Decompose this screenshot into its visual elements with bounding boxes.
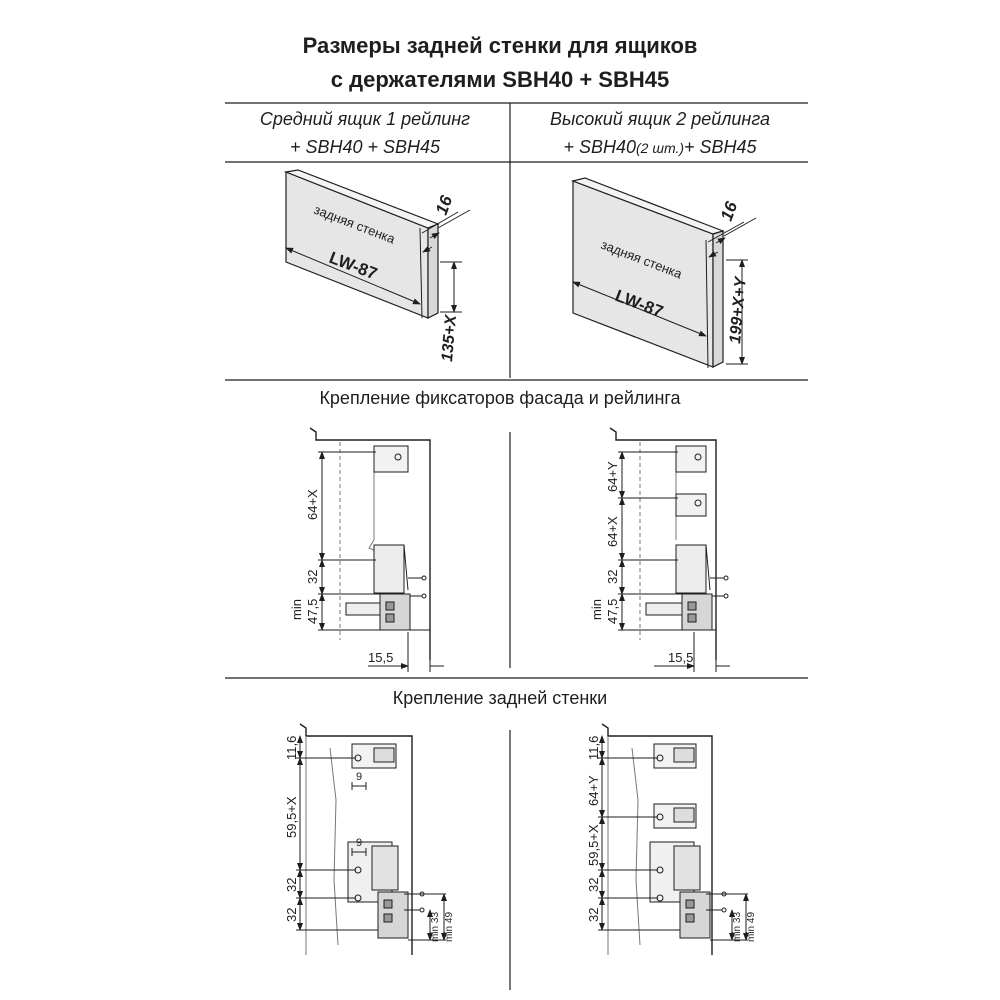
panel-left-height: 135+X <box>439 313 460 362</box>
back-panel-right: задняя стенка LW-87 16 199+X+Y <box>570 177 757 369</box>
fixing-drawing-right <box>609 427 730 672</box>
back-right-d2: 59,5+X <box>586 824 601 866</box>
back-left-h1: 9 <box>356 771 362 783</box>
panel-right-height: 199+X+Y <box>727 275 750 344</box>
back-panel-left: задняя стенка LW-87 16 135+X <box>283 169 471 362</box>
fix-right-dim-top: 64+X <box>605 516 620 547</box>
back-left-d1: 11,6 <box>284 736 299 760</box>
section-back-title: Крепление задней стенки <box>392 688 608 708</box>
fix-right-dim-mid: 32 <box>605 570 620 584</box>
fix-left-dim-min: min <box>289 599 304 620</box>
back-right-m2: min 49 <box>746 912 757 942</box>
back-right-d-extra: 64+Y <box>586 775 601 806</box>
fix-left-dim-low: 47,5 <box>305 599 320 624</box>
title-line-2: с держателями SBH40 + SBH45 <box>330 67 670 92</box>
title-line-1: Размеры задней стенки для ящиков <box>302 33 698 58</box>
fix-left-dim-bottom: 15,5 <box>368 650 393 665</box>
column-right-heading-1: Высокий ящик 2 рейлинга <box>549 109 771 129</box>
fix-left-dim-mid: 32 <box>305 570 320 584</box>
backwall-drawing-left <box>296 723 447 955</box>
fix-right-dim-bottom: 15,5 <box>668 650 693 665</box>
section-fixing-title: Крепление фиксаторов фасада и рейлинга <box>319 388 681 408</box>
back-left-d4: 32 <box>284 908 299 922</box>
column-left-heading-2: + SBH40 + SBH45 <box>289 137 441 157</box>
back-left-m2: min 49 <box>444 912 455 942</box>
column-right-heading-2c: + SBH45 <box>684 137 757 157</box>
back-left-m1: min 33 <box>430 912 441 942</box>
back-right-m1: min 33 <box>732 912 743 942</box>
table-grid <box>225 102 808 990</box>
fix-right-dim-min: min <box>589 599 604 620</box>
fix-right-dim-low: 47,5 <box>605 599 620 624</box>
backwall-drawing-right <box>598 723 749 955</box>
fix-right-dim-extra: 64+Y <box>605 461 620 492</box>
back-left-h2: 9 <box>356 837 362 849</box>
panel-right-thickness: 16 <box>717 199 742 224</box>
fixing-drawing-left <box>309 427 444 672</box>
back-left-d2: 59,5+X <box>284 796 299 838</box>
column-left-heading-1: Средний ящик 1 рейлинг <box>259 109 471 129</box>
panel-left-thickness: 16 <box>432 193 457 218</box>
column-right-heading-2b: (2 шт.) <box>635 140 684 156</box>
back-right-d3: 32 <box>586 878 601 892</box>
column-right-heading-2: + SBH40(2 шт.)+ SBH45 <box>512 137 808 158</box>
back-right-d1: 11,6 <box>586 736 601 760</box>
back-right-d4: 32 <box>586 908 601 922</box>
fix-left-dim-top: 64+X <box>305 489 320 520</box>
back-left-d3: 32 <box>284 878 299 892</box>
column-right-heading-2a: + SBH40 <box>563 137 636 157</box>
